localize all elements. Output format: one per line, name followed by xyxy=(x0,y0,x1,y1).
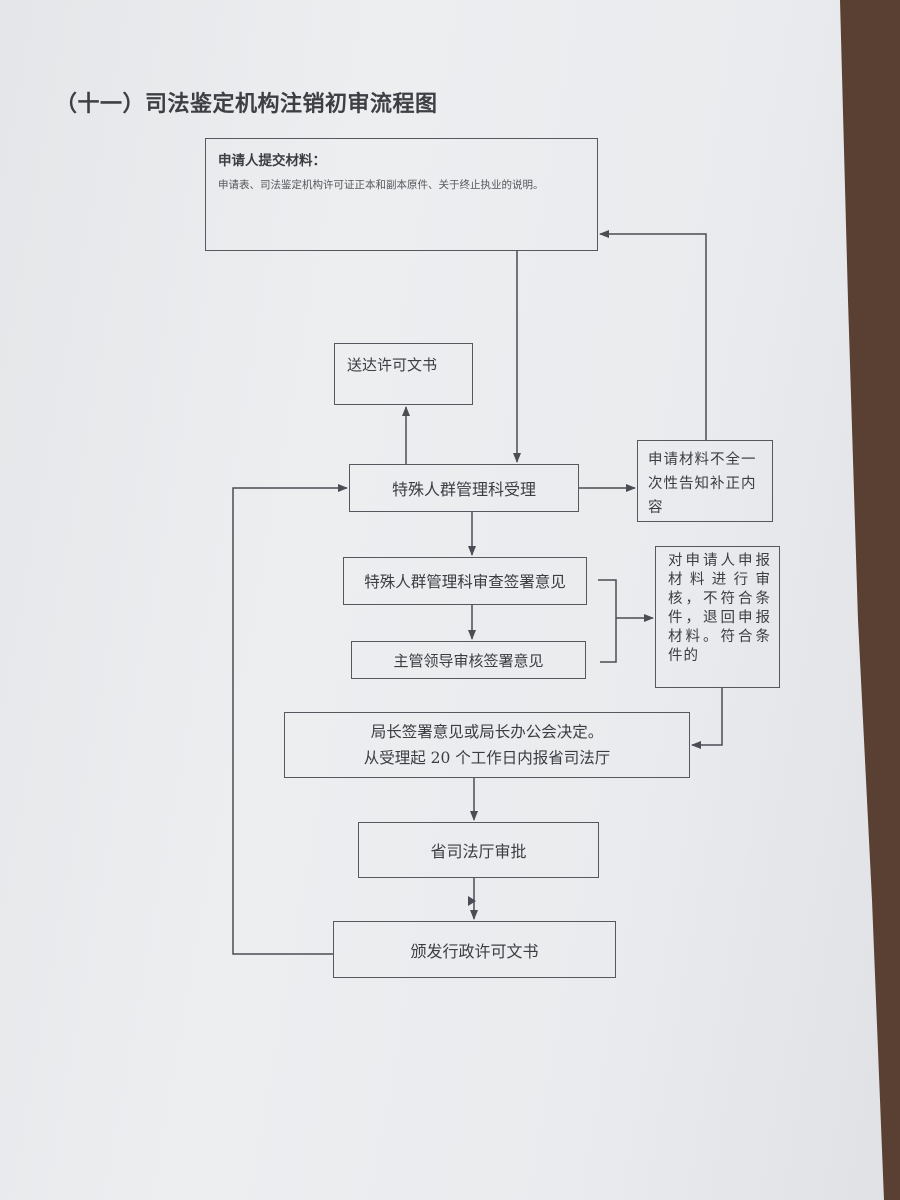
submit-heading: 申请人提交材料： xyxy=(218,153,326,169)
page-title: （十一）司法鉴定机构注销初审流程图 xyxy=(55,92,438,117)
node-issue-license: 颁发行政许可文书 xyxy=(333,921,616,978)
node-leader-review: 主管领导审核签署意见 xyxy=(351,641,586,679)
arrow-check-to-director xyxy=(691,688,723,749)
node-incomplete-notice: 申请材料不全一次性告知补正内容 xyxy=(637,440,773,522)
node-accept: 特殊人群管理科受理 xyxy=(349,464,579,512)
mid-arrowhead xyxy=(468,896,476,906)
arrow-issue-to-accept xyxy=(232,484,348,955)
director-line-1: 局长签署意见或局长办公会决定。 xyxy=(370,723,604,741)
node-director-decision: 局长签署意见或局长办公会决定。 从受理起 20 个工作日内报省司法厅 xyxy=(284,712,690,778)
submit-body: 申请表、司法鉴定机构许可证正本和副本原件、关于终止执业的说明。 xyxy=(218,179,544,191)
node-deliver-license: 送达许可文书 xyxy=(334,343,473,405)
bracket-review-leader xyxy=(598,579,617,663)
arrow-incomplete-to-submit xyxy=(599,230,707,440)
director-line-2: 从受理起 20 个工作日内报省司法厅 xyxy=(363,749,611,767)
node-check-materials: 对申请人申报材料进行审核，不符合条件，退回申报材料。符合条件的 xyxy=(655,546,780,688)
node-review: 特殊人群管理科审查签署意见 xyxy=(343,557,587,605)
node-submit-materials: 申请人提交材料： 申请表、司法鉴定机构许可证正本和副本原件、关于终止执业的说明。 xyxy=(205,138,598,251)
node-province-approval: 省司法厅审批 xyxy=(358,822,599,878)
